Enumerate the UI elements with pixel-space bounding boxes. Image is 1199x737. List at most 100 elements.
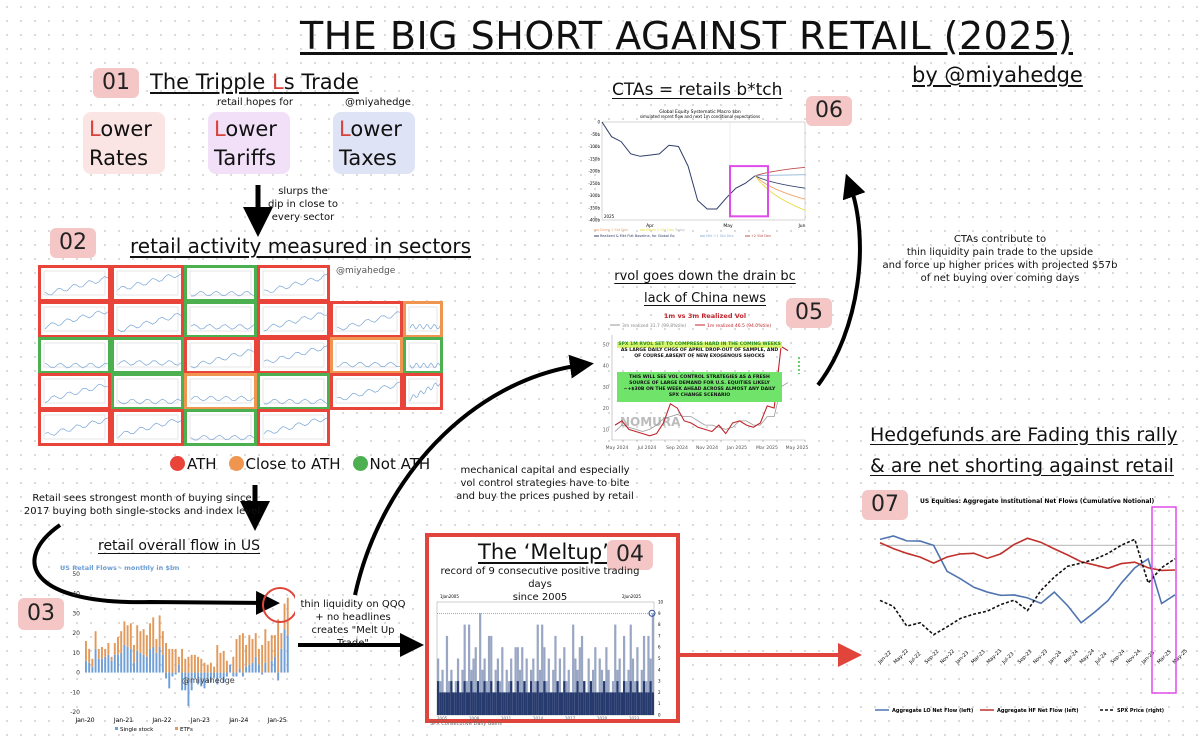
gain-bar-light (468, 624, 471, 715)
single-stock-bar (129, 648, 132, 673)
x-tick-label: 2014 (533, 716, 544, 720)
gain-bar (603, 681, 606, 715)
record-marker (648, 609, 656, 617)
etf-bar (161, 631, 164, 655)
subtitle-line: record of 9 consecutive positive trading… (440, 566, 640, 590)
rvol-title: rvol goes down the drain bc lack of Chin… (590, 266, 820, 310)
single-stock-bar (286, 635, 289, 673)
etf-bar (254, 633, 257, 657)
gain-bar (516, 681, 519, 715)
note-line: slurps the (278, 186, 328, 197)
byline: by @miyahedge (912, 63, 1083, 87)
sector-chart-tile (111, 373, 184, 410)
x-tick-label: Sep-22 (924, 649, 941, 666)
gain-bar-light (618, 658, 621, 715)
gain-bar (450, 681, 453, 715)
single-stock-bar (91, 666, 94, 673)
y-tick-label: 0 (76, 670, 80, 677)
sparkline (190, 349, 255, 369)
gain-bar (525, 692, 528, 715)
etf-bar (113, 643, 116, 655)
etf-bar (126, 625, 129, 647)
etf-bar (270, 635, 273, 661)
chart-title: Global Equity Systematic Macro $bn (659, 109, 741, 115)
retail-note: Retail sees strongest month of buying si… (22, 492, 262, 518)
page-title: THE BIG SHORT AGAINST RETAIL (2025) (300, 14, 1074, 58)
sparkline (44, 417, 109, 436)
note-line: thin liquidity pain trade to the upside (906, 247, 1094, 258)
etf-bar (181, 648, 184, 673)
sparkline (44, 362, 109, 369)
x-tick-label: Jul-22 (907, 651, 922, 666)
x-tick-label: Jan-25 (1140, 650, 1156, 666)
x-tick-label: Sep-23 (1017, 649, 1034, 666)
sparkline (190, 323, 255, 330)
gain-bar (605, 692, 608, 715)
lower-topic: Tariffs (214, 146, 277, 170)
sparkline (409, 362, 441, 369)
title-line: lack of China news (644, 291, 766, 306)
axes (611, 335, 805, 441)
sector-chart-tile (257, 301, 330, 338)
lo-flow-line (879, 535, 1176, 624)
etf-bar (251, 639, 254, 663)
x-tick-label: Apr (646, 223, 654, 229)
gain-bar-light (627, 669, 630, 715)
gain-bar (518, 692, 522, 715)
etf-bar (117, 637, 119, 655)
single-stock-bar (161, 654, 164, 673)
gain-bar-light (494, 669, 497, 715)
gain-bar (527, 692, 530, 715)
sparkline (409, 323, 441, 330)
single-stock-bar (97, 658, 100, 673)
x-tick-label: May (723, 223, 733, 229)
y-tick-label: 3 (658, 679, 661, 684)
etf-bar (110, 656, 113, 661)
projection-line (754, 175, 806, 211)
gain-bar-light (600, 669, 604, 715)
gain-bar (609, 692, 612, 715)
cta-title: CTAs = retails b*tch (612, 80, 783, 100)
gain-bar (598, 692, 601, 715)
gain-bar-light (541, 624, 544, 715)
note-line: 2017 buying both single-stocks and index… (23, 506, 261, 517)
etf-bar (235, 639, 238, 673)
single-stock-bar (235, 672, 238, 677)
red-l: L (214, 117, 226, 141)
gain-bar-light (514, 647, 517, 715)
single-stock-bar (200, 672, 203, 687)
sector-chart-tile (257, 373, 330, 410)
highlight-box (1151, 506, 1177, 694)
etf-bar (107, 643, 110, 655)
etf-bar (97, 648, 100, 659)
sparkline (263, 345, 328, 364)
note-line: dip in close to (268, 199, 338, 210)
y-tick-label: 20 (72, 630, 80, 637)
watermark: @miyahedge (182, 676, 235, 685)
gain-bar-light (441, 669, 444, 715)
etf-bar (219, 652, 222, 673)
etf-bar (213, 666, 216, 673)
etf-bar (216, 644, 219, 673)
gain-bar (574, 692, 577, 715)
gain-bar (636, 681, 639, 715)
x-tick-label: Jan-25 (267, 717, 287, 724)
lower-topic: Rates (89, 146, 149, 170)
chart-subtitle: simulated recent flow and next 1m condit… (640, 114, 760, 119)
sparkline (263, 312, 328, 332)
meltup-subtitle: record of 9 consecutive positive trading… (430, 565, 650, 604)
y-tick-label: -300b (588, 193, 600, 198)
y-tick-label: 10 (658, 600, 664, 605)
gain-bar-light (552, 669, 555, 715)
sector-chart-tile (330, 373, 403, 410)
start-label: 1Jan2005 (440, 594, 459, 599)
gain-bar (437, 681, 440, 715)
y-tick-label: -20 (70, 709, 80, 716)
gain-bar (629, 681, 632, 715)
section-badge-05: 05 (786, 298, 832, 328)
end-label: 2Jun2025 (622, 594, 641, 599)
lower-rest: ower (350, 117, 402, 141)
